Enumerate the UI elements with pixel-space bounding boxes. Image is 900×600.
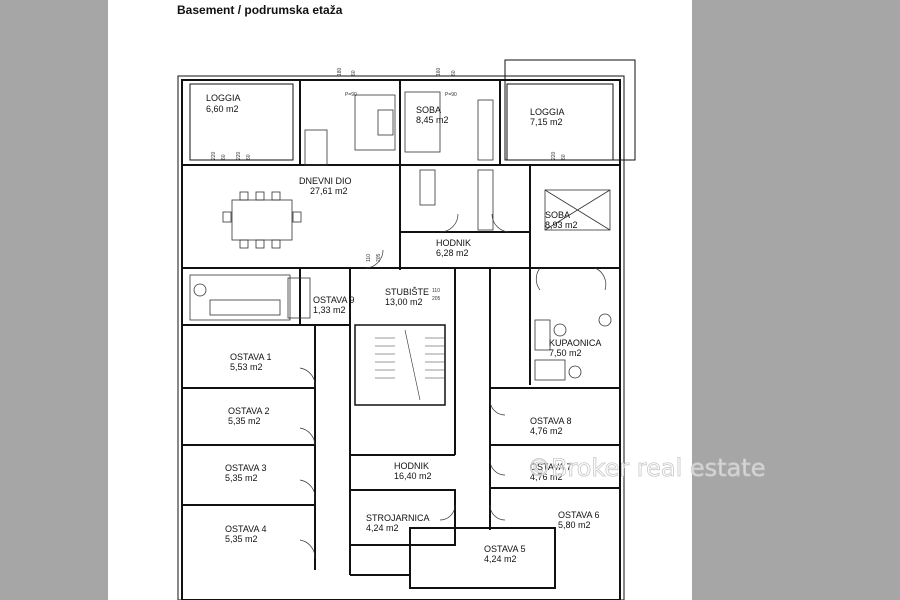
sofa xyxy=(354,94,396,151)
room-name: STUBIŠTE xyxy=(385,287,429,297)
room-area: 5,35 m2 xyxy=(228,416,261,426)
dim-label: 110 xyxy=(432,288,440,294)
loggia-left-outline xyxy=(189,83,294,161)
kitchen-counter xyxy=(189,274,291,321)
dim-label: 60 xyxy=(351,70,357,76)
shower xyxy=(534,359,566,381)
toilet xyxy=(553,323,567,337)
dim-label: 160 xyxy=(436,67,442,76)
room-name: OSTAVA 1 xyxy=(230,352,272,362)
dim-label: 205 xyxy=(432,296,441,302)
room-name: OSTAVA 4 xyxy=(225,524,267,534)
wardrobe xyxy=(477,99,494,161)
room-area: 6,28 m2 xyxy=(436,248,469,258)
room-name: OSTAVA 3 xyxy=(225,463,267,473)
stair-treads xyxy=(375,329,445,401)
strojarnica-walls xyxy=(349,489,456,546)
room-area: 27,61 m2 xyxy=(310,186,348,196)
dim-label: 60 xyxy=(246,154,252,160)
room-area: 4,76 m2 xyxy=(530,472,563,482)
dim-label: 220 xyxy=(211,151,217,160)
room-name: LOGGIA xyxy=(530,107,565,117)
room-area: 4,24 m2 xyxy=(366,523,399,533)
room-area: 5,35 m2 xyxy=(225,534,258,544)
room-area: 4,24 m2 xyxy=(484,554,517,564)
ostava5-walls xyxy=(409,527,556,589)
room-area: 7,15 m2 xyxy=(530,117,563,127)
room-name: OSTAVA 9 xyxy=(313,295,355,305)
room-area: 13,00 m2 xyxy=(385,297,423,307)
room-labels: LOGGIA 6,60 m2 SOBA 8,45 m2 LOGGIA 7,15 … xyxy=(206,93,601,564)
dimension-labels: 180 60 160 60 220 60 220 60 220 60 110 2… xyxy=(211,67,567,302)
room-name: LOGGIA xyxy=(206,93,241,103)
dining-table xyxy=(231,199,293,241)
cabinet xyxy=(304,129,328,166)
room-name: SOBA xyxy=(545,210,570,220)
room-name: OSTAVA 6 xyxy=(558,510,600,520)
dim-label: 180 xyxy=(337,67,343,76)
room-name: OSTAVA 8 xyxy=(530,416,572,426)
room-area: 8,45 m2 xyxy=(416,115,449,125)
outer-wall-line xyxy=(177,75,625,600)
room-area: 4,76 m2 xyxy=(530,426,563,436)
room-name: OSTAVA 2 xyxy=(228,406,270,416)
room-name: OSTAVA 5 xyxy=(484,544,526,554)
stair-well xyxy=(354,324,446,406)
watermark-text: ©Broker real estate xyxy=(527,454,765,482)
room-name: STROJARNICA xyxy=(366,513,430,523)
room-area: 5,35 m2 xyxy=(225,473,258,483)
fridge xyxy=(287,277,311,319)
room-area: 8,93 m2 xyxy=(545,220,578,230)
room-area: 16,40 m2 xyxy=(394,471,432,481)
room-area: 1,33 m2 xyxy=(313,305,346,315)
bed xyxy=(544,189,611,231)
room-name: OSTAVA 7 xyxy=(530,462,572,472)
dim-label: P=90 xyxy=(345,92,357,98)
dim-label: P=90 xyxy=(445,92,457,98)
room-name: HODNIK xyxy=(394,461,429,471)
plan-title: Basement / podrumska etaža xyxy=(177,3,343,17)
wardrobe-2 xyxy=(477,169,494,231)
dim-label: 60 xyxy=(561,154,567,160)
room-name: DNEVNI DIO xyxy=(299,176,352,186)
dim-label: 220 xyxy=(551,151,557,160)
washbasin xyxy=(534,319,551,351)
dim-label: 205 xyxy=(376,253,382,262)
room-area: 6,60 m2 xyxy=(206,104,239,114)
room-area: 5,80 m2 xyxy=(558,520,591,530)
desk xyxy=(419,169,436,206)
furniture xyxy=(189,91,612,381)
room-name: KUPAONICA xyxy=(549,338,601,348)
room-name: SOBA xyxy=(416,105,441,115)
room-area: 7,50 m2 xyxy=(549,348,582,358)
room-area: 5,53 m2 xyxy=(230,362,263,372)
dim-label: 60 xyxy=(221,154,227,160)
room-name: HODNIK xyxy=(436,238,471,248)
bed-2 xyxy=(404,91,441,153)
door-swings xyxy=(299,213,607,559)
dim-label: 110 xyxy=(366,254,372,262)
dim-label: 220 xyxy=(236,151,242,160)
loggia-outlines xyxy=(189,59,636,161)
dim-label: 60 xyxy=(451,70,457,76)
loggia-right-rail xyxy=(504,59,636,161)
